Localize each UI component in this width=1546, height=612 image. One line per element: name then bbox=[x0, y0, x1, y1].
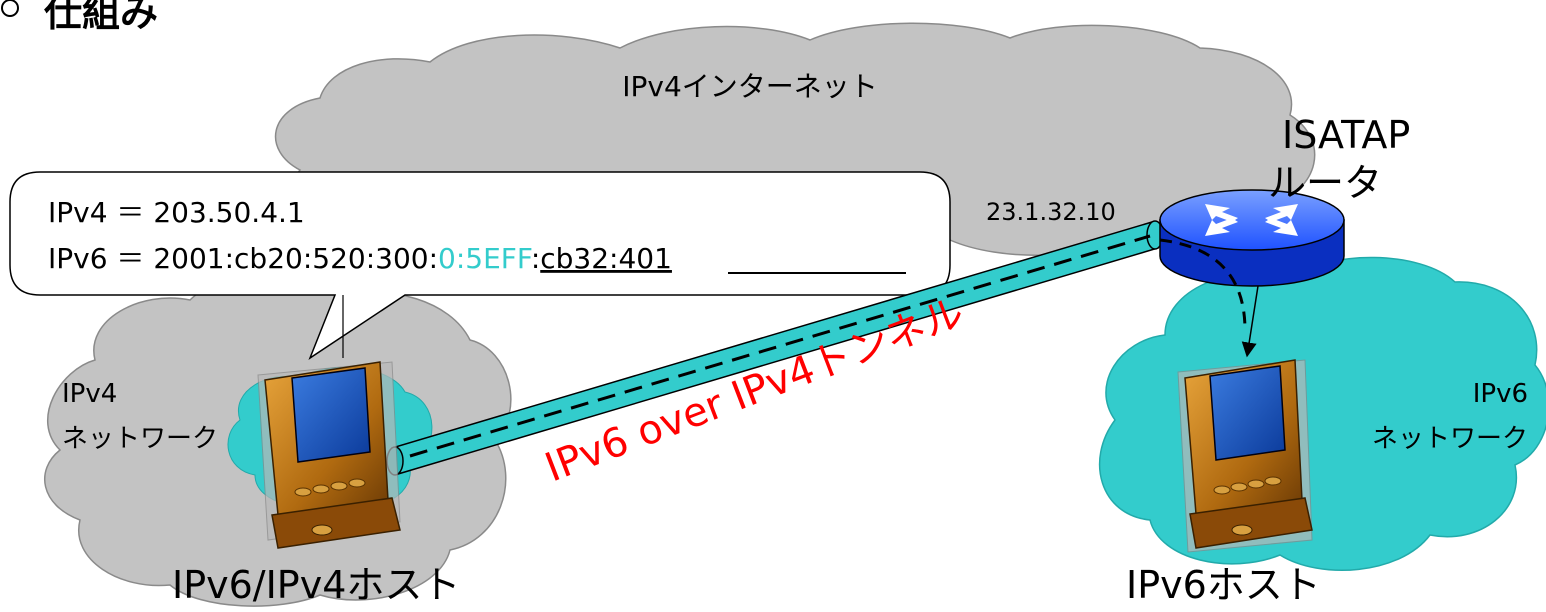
title-text: 仕組み bbox=[44, 0, 158, 35]
ipv6-network-label-line2: ネットワーク bbox=[1372, 424, 1528, 454]
internet-label: IPv4インターネット bbox=[622, 70, 878, 103]
ipv6-suffix: cb32:401 bbox=[540, 242, 672, 275]
ipv6-network-cloud: IPv6 ネットワーク bbox=[1099, 256, 1546, 571]
ipv6-prefix: IPv6 ＝ 2001:cb20:520:300: bbox=[48, 242, 438, 275]
bullet-icon bbox=[1, 0, 19, 17]
address-callout: IPv4 ＝ 203.50.4.1 IPv6 ＝ 2001:cb20:520:3… bbox=[9, 171, 951, 360]
callout-ipv6-line: IPv6 ＝ 2001:cb20:520:300:0:5EFF:cb32:401 bbox=[48, 242, 672, 275]
left-host-pda-icon bbox=[257, 361, 401, 549]
left-host-label: IPv6/IPv4ホスト bbox=[172, 563, 460, 607]
ipv6-network-label-line1: IPv6 bbox=[1473, 379, 1528, 409]
decapsulation-path bbox=[1159, 238, 1247, 331]
callout-ipv4-line: IPv4 ＝ 203.50.4.1 bbox=[48, 196, 305, 229]
right-host-pda-icon bbox=[1177, 359, 1313, 553]
right-host-label: IPv6ホスト bbox=[1126, 563, 1321, 607]
router-ip-label: 23.1.32.10 bbox=[986, 198, 1116, 226]
router-label-line2: ルータ bbox=[1268, 161, 1382, 205]
slide-title: 仕組み bbox=[1, 0, 158, 35]
ipv4-network-label-line1: IPv4 bbox=[62, 379, 117, 409]
ipv6-isatap-part: 0:5EFF bbox=[438, 242, 532, 275]
ipv6-separator: : bbox=[531, 242, 540, 275]
router-to-host-arrow bbox=[1241, 285, 1259, 358]
router-label-line1: ISATAP bbox=[1282, 113, 1410, 157]
ipv4-network-label-line2: ネットワーク bbox=[62, 424, 218, 454]
router-icon bbox=[1159, 189, 1345, 358]
